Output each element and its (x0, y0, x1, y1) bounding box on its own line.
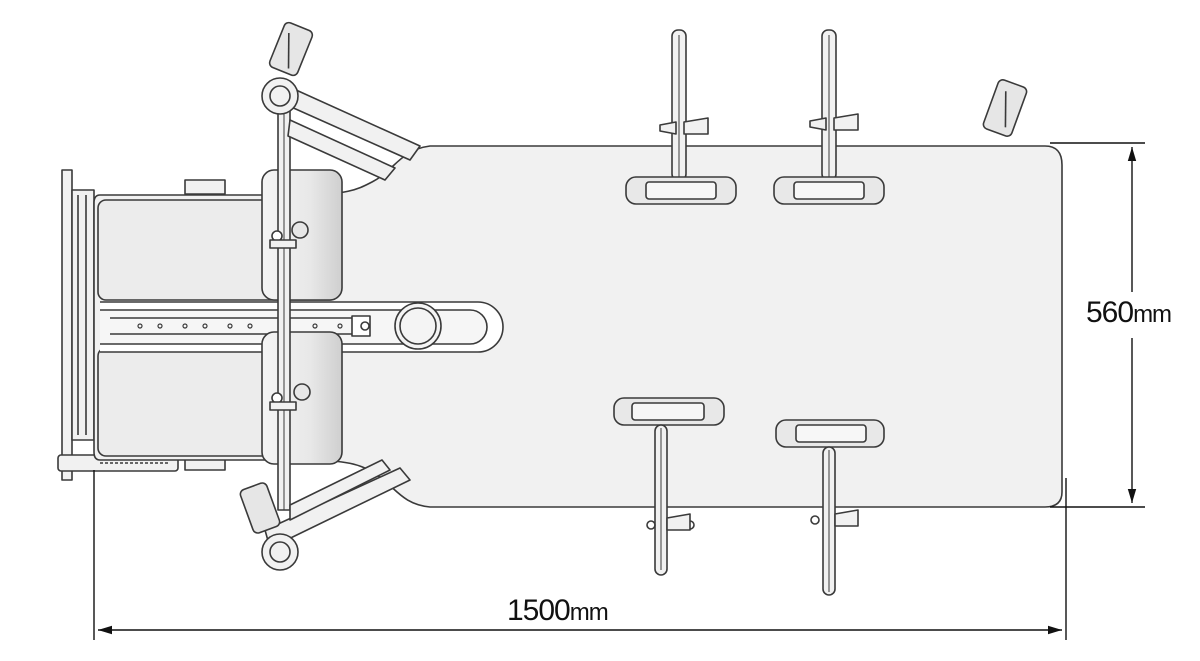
center-track (100, 301, 504, 353)
width-dimension-label: 1500mm (507, 594, 609, 627)
height-dimension-label: 560mm (1086, 296, 1172, 329)
corner-bracket (982, 79, 1028, 137)
dimension-height (1050, 142, 1145, 508)
dimension-width (93, 470, 1067, 640)
track-knob (394, 302, 442, 350)
leg-rest-bottom-right (775, 419, 885, 596)
leg-rest-top-right (773, 29, 885, 205)
leg-rest-bottom-left (613, 397, 725, 576)
upper-arm (261, 21, 421, 181)
leg-rest-top-left (625, 29, 737, 205)
lower-arm (239, 459, 411, 571)
